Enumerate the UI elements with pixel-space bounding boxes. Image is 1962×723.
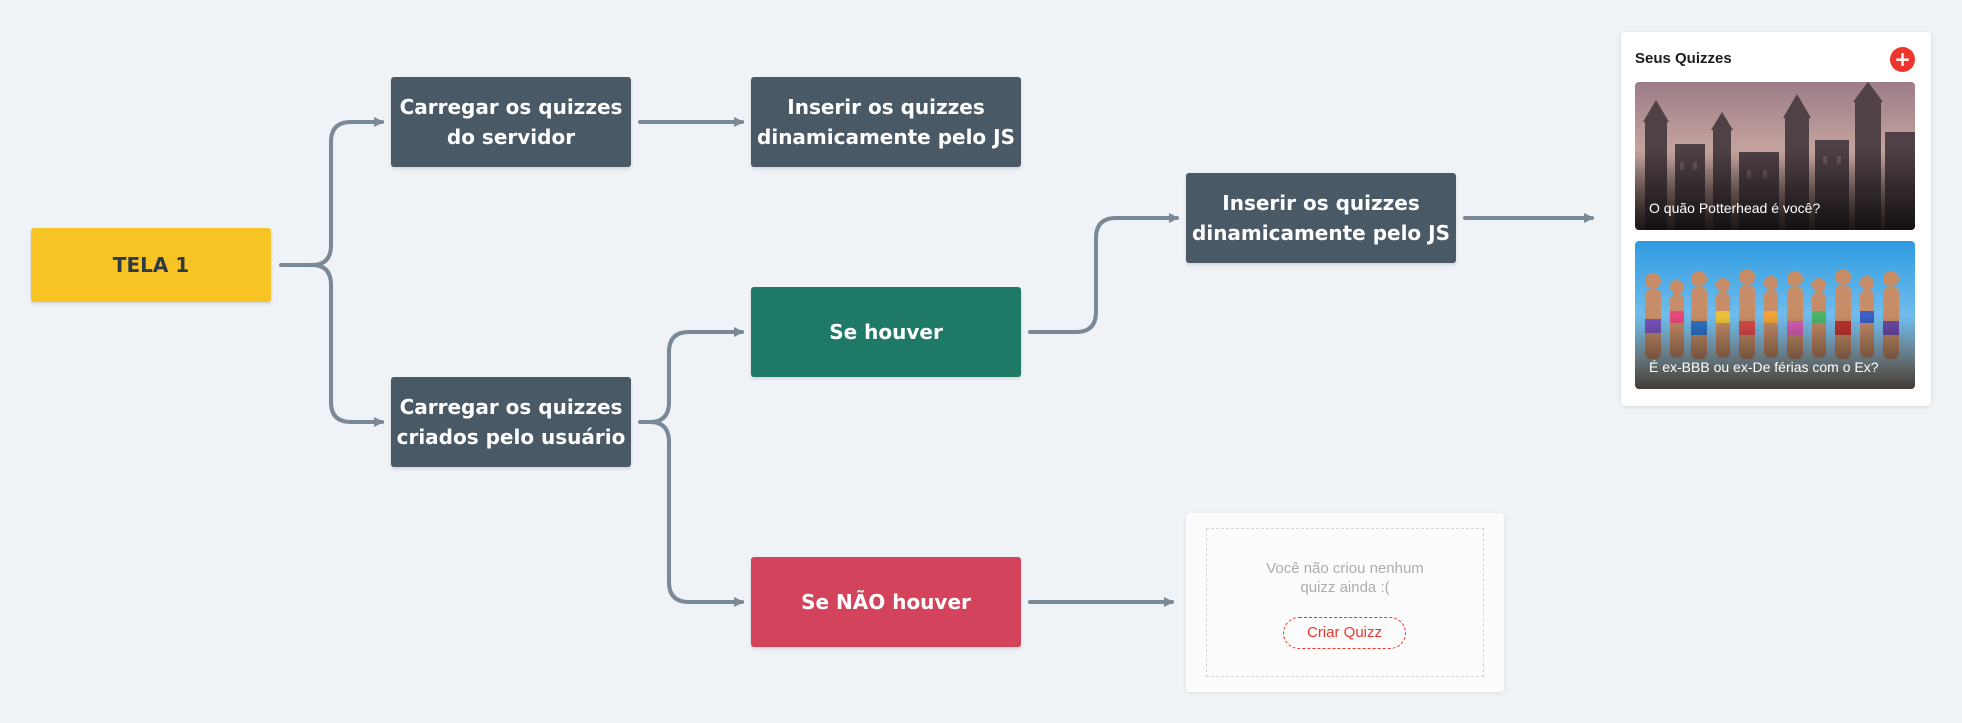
quiz-card[interactable]: O quão Potterhead é você? (1635, 82, 1915, 230)
castle-image (1635, 82, 1915, 230)
beach-group-image (1635, 241, 1915, 389)
node-insert-2-line2: dinamicamente pelo JS (1192, 221, 1450, 245)
connector-to-if-no (648, 420, 744, 607)
empty-state-panel: Você não criou nenhum quizz ainda :( Cri… (1186, 513, 1504, 692)
node-if-not-exists-label: Se NÃO houver (801, 590, 971, 614)
plus-icon: + (1894, 47, 1911, 71)
your-quizzes-panel: Seus Quizzes + (1621, 32, 1931, 406)
empty-state-line2: quizz ainda :( (1300, 579, 1390, 596)
quiz-title: O quão Potterhead é você? (1649, 200, 1821, 216)
node-load-server-line1: Carregar os quizzes (399, 95, 623, 119)
empty-state-line1: Você não criou nenhum (1266, 560, 1424, 577)
empty-state-message: Você não criou nenhum quizz ainda :( (1207, 559, 1483, 597)
node-insert-1-line1: Inserir os quizzes (787, 95, 985, 119)
node-if-exists: Se houver (751, 287, 1021, 377)
empty-state-box: Você não criou nenhum quizz ainda :( Cri… (1206, 528, 1484, 677)
connector-to-load-server (310, 117, 384, 267)
node-tela-1-label: TELA 1 (112, 253, 190, 277)
add-quiz-button[interactable]: + (1890, 47, 1915, 72)
node-load-user-line1: Carregar os quizzes (399, 395, 623, 419)
node-insert-1-line2: dinamicamente pelo JS (757, 125, 1015, 149)
node-insert-2-line1: Inserir os quizzes (1222, 191, 1420, 215)
node-load-server-line2: do servidor (446, 125, 576, 149)
connector-to-if-yes (648, 327, 744, 424)
node-if-exists-label: Se houver (829, 320, 943, 344)
connector-to-insert-2 (1028, 213, 1179, 334)
node-insert-quizzes-js-1: Inserir os quizzes dinamicamente pelo JS (751, 77, 1021, 167)
node-insert-quizzes-js-2: Inserir os quizzes dinamicamente pelo JS (1186, 173, 1456, 263)
panel-title: Seus Quizzes (1635, 50, 1732, 67)
connector-to-load-user (310, 263, 384, 427)
node-load-user-quizzes: Carregar os quizzes criados pelo usuário (391, 377, 631, 467)
quiz-card[interactable]: É ex-BBB ou ex-De férias com o Ex? (1635, 241, 1915, 389)
node-if-not-exists: Se NÃO houver (751, 557, 1021, 647)
node-tela-1: TELA 1 (31, 228, 271, 302)
create-quiz-button[interactable]: Criar Quizz (1283, 617, 1406, 649)
quiz-title: É ex-BBB ou ex-De férias com o Ex? (1649, 359, 1879, 375)
node-load-server-quizzes: Carregar os quizzes do servidor (391, 77, 631, 167)
node-load-user-line2: criados pelo usuário (396, 425, 626, 449)
